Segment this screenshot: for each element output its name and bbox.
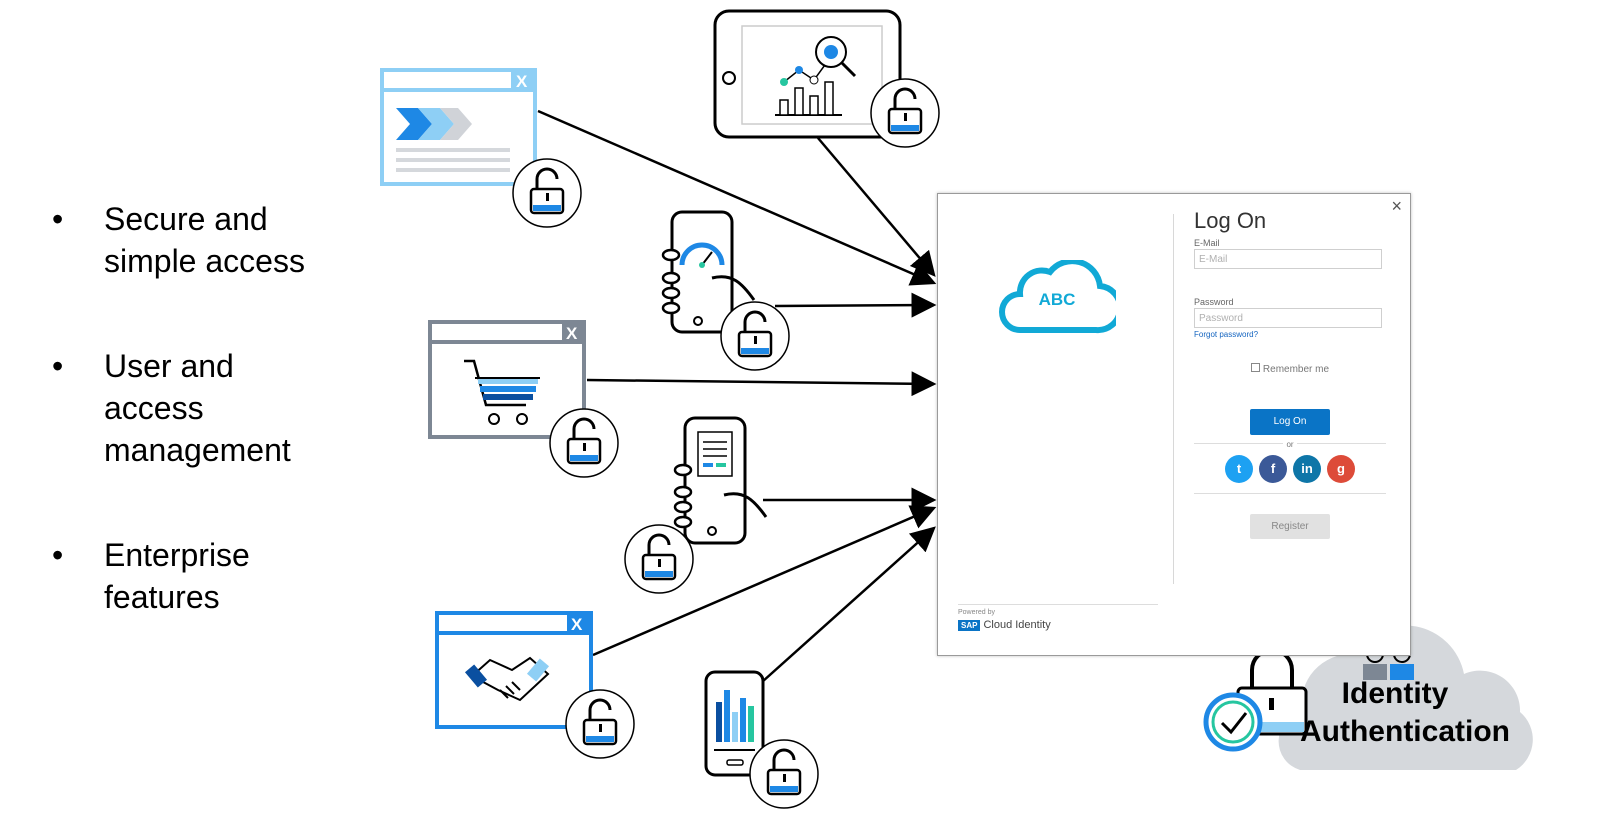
lock-icon	[749, 739, 819, 809]
arrow-handshake	[592, 505, 937, 657]
facebook-icon[interactable]: f	[1259, 455, 1287, 483]
bullet-text: User and access management	[104, 348, 291, 468]
remember-me-checkbox[interactable]: Remember me	[1194, 363, 1386, 375]
arrow-phone-gauge	[774, 292, 937, 318]
svg-text:X: X	[571, 615, 583, 634]
checkbox-box[interactable]	[1250, 363, 1260, 372]
log-on-button[interactable]: Log On	[1250, 409, 1330, 435]
login-dialog: × ABC Log On E-Mail E-Mail Password Pass…	[937, 193, 1411, 656]
password-field[interactable]: Password	[1194, 308, 1382, 328]
lock-icon	[512, 158, 582, 228]
cloud-logo-icon	[999, 260, 1116, 334]
google-plus-icon[interactable]: g	[1327, 455, 1355, 483]
identity-text: Identity	[1341, 677, 1449, 710]
dialog-title: Log On	[1194, 208, 1267, 233]
bullet-dot: •	[52, 537, 64, 573]
identity-authentication-label: Identity Authentication	[1300, 675, 1510, 751]
lock-icon	[720, 301, 790, 371]
lock-icon	[565, 689, 635, 759]
remember-label: Remember me	[1262, 364, 1330, 375]
email-field[interactable]: E-Mail	[1194, 249, 1382, 269]
bullet-text: Enterprise features	[104, 537, 250, 615]
bullet-dot: •	[52, 348, 64, 384]
password-label: Password	[1194, 297, 1234, 307]
email-label: E-Mail	[1194, 238, 1220, 248]
bullet-item: • Secure and simple access	[52, 198, 364, 282]
twitter-icon[interactable]: t	[1225, 455, 1253, 483]
checkmark-badge-icon	[1203, 692, 1263, 752]
arrow-phone-chart	[761, 526, 936, 683]
or-label: or	[1194, 440, 1386, 449]
bullet-item: • Enterprise features	[52, 534, 304, 618]
identity-cloud	[1278, 625, 1533, 770]
arrow-web-app-top	[537, 109, 937, 286]
phone-chart-icon	[704, 670, 765, 777]
authentication-text: Authentication	[1300, 715, 1510, 748]
arrow-shop	[586, 371, 937, 397]
brand-name: ABC	[1038, 290, 1076, 309]
svg-text:X: X	[516, 72, 528, 91]
powered-by-label: Powered by	[958, 609, 995, 616]
web-app-window-icon: X	[380, 68, 537, 186]
phone-document-icon	[673, 416, 768, 545]
divider	[1173, 214, 1174, 584]
lock-icon	[549, 408, 619, 478]
social-login-group: t f in g	[1194, 455, 1386, 483]
sap-logo: SAP	[958, 620, 981, 631]
bullet-text: Secure and simple access	[104, 201, 305, 279]
shopping-cart-window-icon: X	[428, 320, 586, 439]
forgot-password-link[interactable]: Forgot password?	[1194, 330, 1259, 339]
arrow-tablet	[817, 137, 936, 277]
lock-icon	[624, 524, 694, 594]
svg-text:X: X	[566, 324, 578, 343]
cloud-identity-text: Cloud Identity	[983, 619, 1051, 631]
handshake-window-icon: X	[435, 611, 593, 729]
bullet-dot: •	[52, 201, 64, 237]
tablet-analytics-icon	[713, 9, 902, 139]
lock-icon	[870, 78, 940, 148]
register-button[interactable]: Register	[1250, 514, 1330, 539]
close-icon[interactable]: ×	[1391, 196, 1402, 216]
login-form: Log On E-Mail E-Mail Password Password F…	[1194, 208, 1386, 539]
phone-gauge-icon	[661, 210, 756, 334]
or-text: or	[1283, 440, 1297, 449]
linkedin-icon[interactable]: in	[1293, 455, 1321, 483]
bullet-item: • User and access management	[52, 345, 324, 471]
divider	[958, 604, 1158, 605]
divider	[1194, 493, 1386, 494]
